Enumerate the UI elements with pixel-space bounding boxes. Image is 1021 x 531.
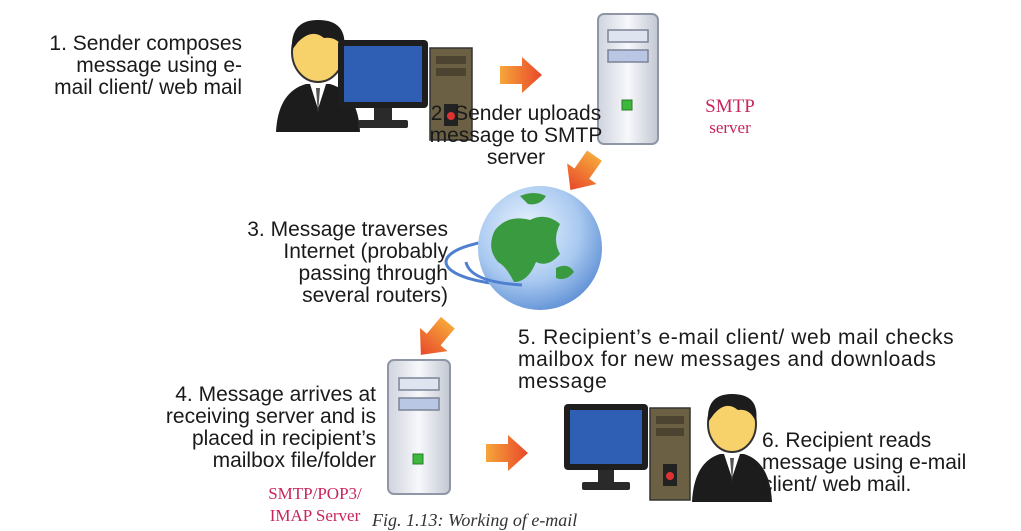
step-5-line: mailbox for new messages and downloads [518,348,937,371]
step-1-line: 1. Sender composes [49,32,242,55]
receiving-server-icon [387,359,451,495]
step-5-line: 5. Recipient’s e-mail client/ web mail c… [518,326,955,349]
step-4-line: mailbox file/folder [212,449,376,472]
step-2-text: 2. Sender uploads message to SMTP server [408,103,624,169]
smtp-server-label: SMTP server [690,96,770,138]
step-2-line: 2. Sender uploads [430,102,602,125]
figure-caption: Fig. 1.13: Working of e-mail [372,510,578,530]
globe-icon [444,186,602,310]
step-1-line: mail client/ web mail [54,76,242,99]
step-4-line: receiving server and is [165,405,376,428]
step-4-text: 4. Message arrives at receiving server a… [110,384,376,472]
step-5-text: 5. Recipient’s e-mail client/ web mail c… [518,327,1018,393]
step-4-line: 4. Message arrives at [175,383,376,406]
step-1-text: 1. Sender composes message using e- mail… [0,33,242,99]
step-5-line: message [518,370,608,393]
step-6-text: 6. Recipient reads message using e-mail … [762,430,1018,496]
step-1-line: message using e- [76,54,242,77]
recipient-person-icon [692,394,772,502]
smtp-label-line: SMTP [705,96,755,117]
step-3-line: 3. Message traverses [247,218,448,241]
arrow-sender-to-smtp [500,57,542,93]
step-6-line: message using e-mail [762,451,967,474]
step-2-line: server [486,146,546,169]
sender-computer-icon [338,40,473,141]
smtp-label-line: server [709,118,751,137]
step-3-line: several routers) [302,284,448,307]
arrow-server-to-recipient [486,435,528,471]
arrow-internet-to-server [419,316,455,355]
step-6-line: client/ web mail. [762,473,912,496]
step-6-line: 6. Recipient reads [762,429,932,452]
step-3-line: passing through [298,262,448,285]
step-3-line: Internet (probably [283,240,448,263]
step-3-text: 3. Message traverses Internet (probably … [190,219,448,307]
receiving-label-line: SMTP/POP3/ [268,484,362,503]
receiving-label-line: IMAP Server [269,506,361,525]
smtp-server-icon [597,13,659,145]
recipient-computer-icon [564,404,691,501]
step-4-line: placed in recipient’s [191,427,376,450]
receiving-server-label: SMTP/POP3/ IMAP Server [240,483,390,527]
arrow-smtp-to-internet [567,150,602,191]
step-2-line: message to SMTP [429,124,603,147]
